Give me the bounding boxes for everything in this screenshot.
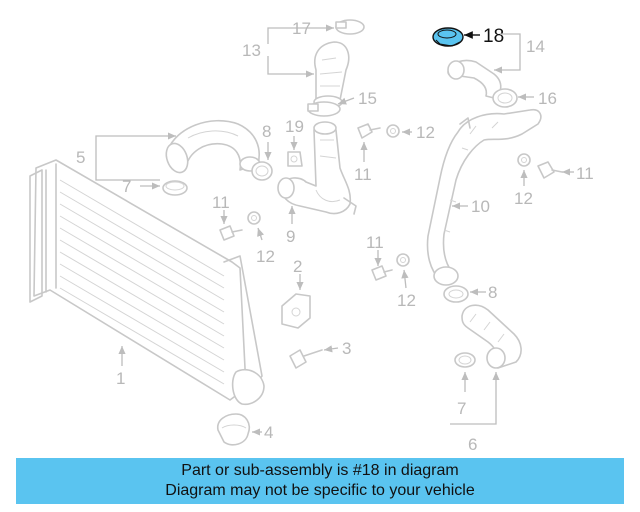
lower-right-hose-6 (461, 304, 522, 369)
callout-5: 5 (76, 148, 85, 167)
callout-12-right-top: 12 (514, 189, 533, 208)
bolt-11-center-top (357, 123, 381, 139)
callout-7-right: 7 (457, 399, 466, 418)
callout-13: 13 (242, 41, 261, 60)
nut-12-left (247, 211, 261, 225)
nut-12-midright (396, 253, 410, 267)
callout-12-center-top: 12 (416, 123, 435, 142)
lead-3 (323, 345, 339, 353)
cap-4 (216, 413, 251, 446)
callout-11-left: 11 (212, 193, 230, 212)
clamp-8-right (443, 285, 469, 303)
callout-17: 17 (292, 19, 311, 38)
info-banner: Part or sub-assembly is #18 in diagram D… (16, 458, 624, 504)
clamp-8-center (251, 161, 273, 181)
leads-13-17-15 (267, 24, 355, 105)
bolt-11-left (219, 225, 243, 241)
nut-12-right-top (517, 153, 531, 167)
callout-14: 14 (526, 37, 545, 56)
part-18-highlighted (432, 27, 464, 47)
leads-9-8-19 (264, 136, 298, 224)
callout-11-right: 11 (576, 164, 594, 183)
center-charge-pipe (277, 121, 357, 215)
callout-4: 4 (264, 423, 273, 442)
callout-7-left: 7 (122, 177, 131, 196)
nut-12-center-top (386, 124, 400, 138)
bracket-2 (281, 293, 311, 329)
callout-15: 15 (358, 89, 377, 108)
banner-line-2: Diagram may not be specific to your vehi… (165, 482, 475, 499)
callout-8-center: 8 (262, 122, 271, 141)
right-charge-pipe-10 (426, 108, 542, 286)
upper-center-hose (313, 41, 350, 109)
callout-10: 10 (471, 197, 490, 216)
callout-9: 9 (286, 227, 295, 246)
bolt-11-midright (371, 265, 393, 281)
callout-12-left: 12 (256, 247, 275, 266)
clamp-17 (335, 19, 365, 35)
callout-11-midright: 11 (366, 233, 384, 252)
leads-5-7 (95, 132, 176, 190)
clamp-7-right (454, 352, 476, 368)
callout-16: 16 (538, 89, 557, 108)
clamp-16 (492, 88, 518, 108)
lead-12-left (257, 227, 265, 241)
clamp-7-left (162, 180, 188, 196)
callout-8-right: 8 (488, 283, 497, 302)
callout-6: 6 (468, 435, 477, 454)
sensor-19 (287, 151, 303, 167)
callout-11-center-top: 11 (354, 165, 372, 184)
banner-line-1: Part or sub-assembly is #18 in diagram (181, 462, 459, 479)
bolt-3 (289, 349, 323, 369)
lead-12-midright (401, 269, 409, 289)
clamp-15 (307, 101, 341, 117)
parts-diagram: 1 5 7 17 13 15 (29, 19, 594, 454)
bolt-11-right (537, 161, 563, 179)
callout-12-midright: 12 (397, 291, 416, 310)
callout-2: 2 (293, 257, 302, 276)
callout-19: 19 (285, 117, 304, 136)
lead-14 (494, 33, 521, 74)
callout-1: 1 (116, 369, 125, 388)
callout-18: 18 (483, 26, 504, 47)
intercooler-core (29, 159, 265, 406)
callout-3: 3 (342, 339, 351, 358)
left-charge-hose (165, 119, 261, 174)
right-upper-hose-14 (447, 59, 502, 99)
leads-6-7 (450, 372, 500, 425)
